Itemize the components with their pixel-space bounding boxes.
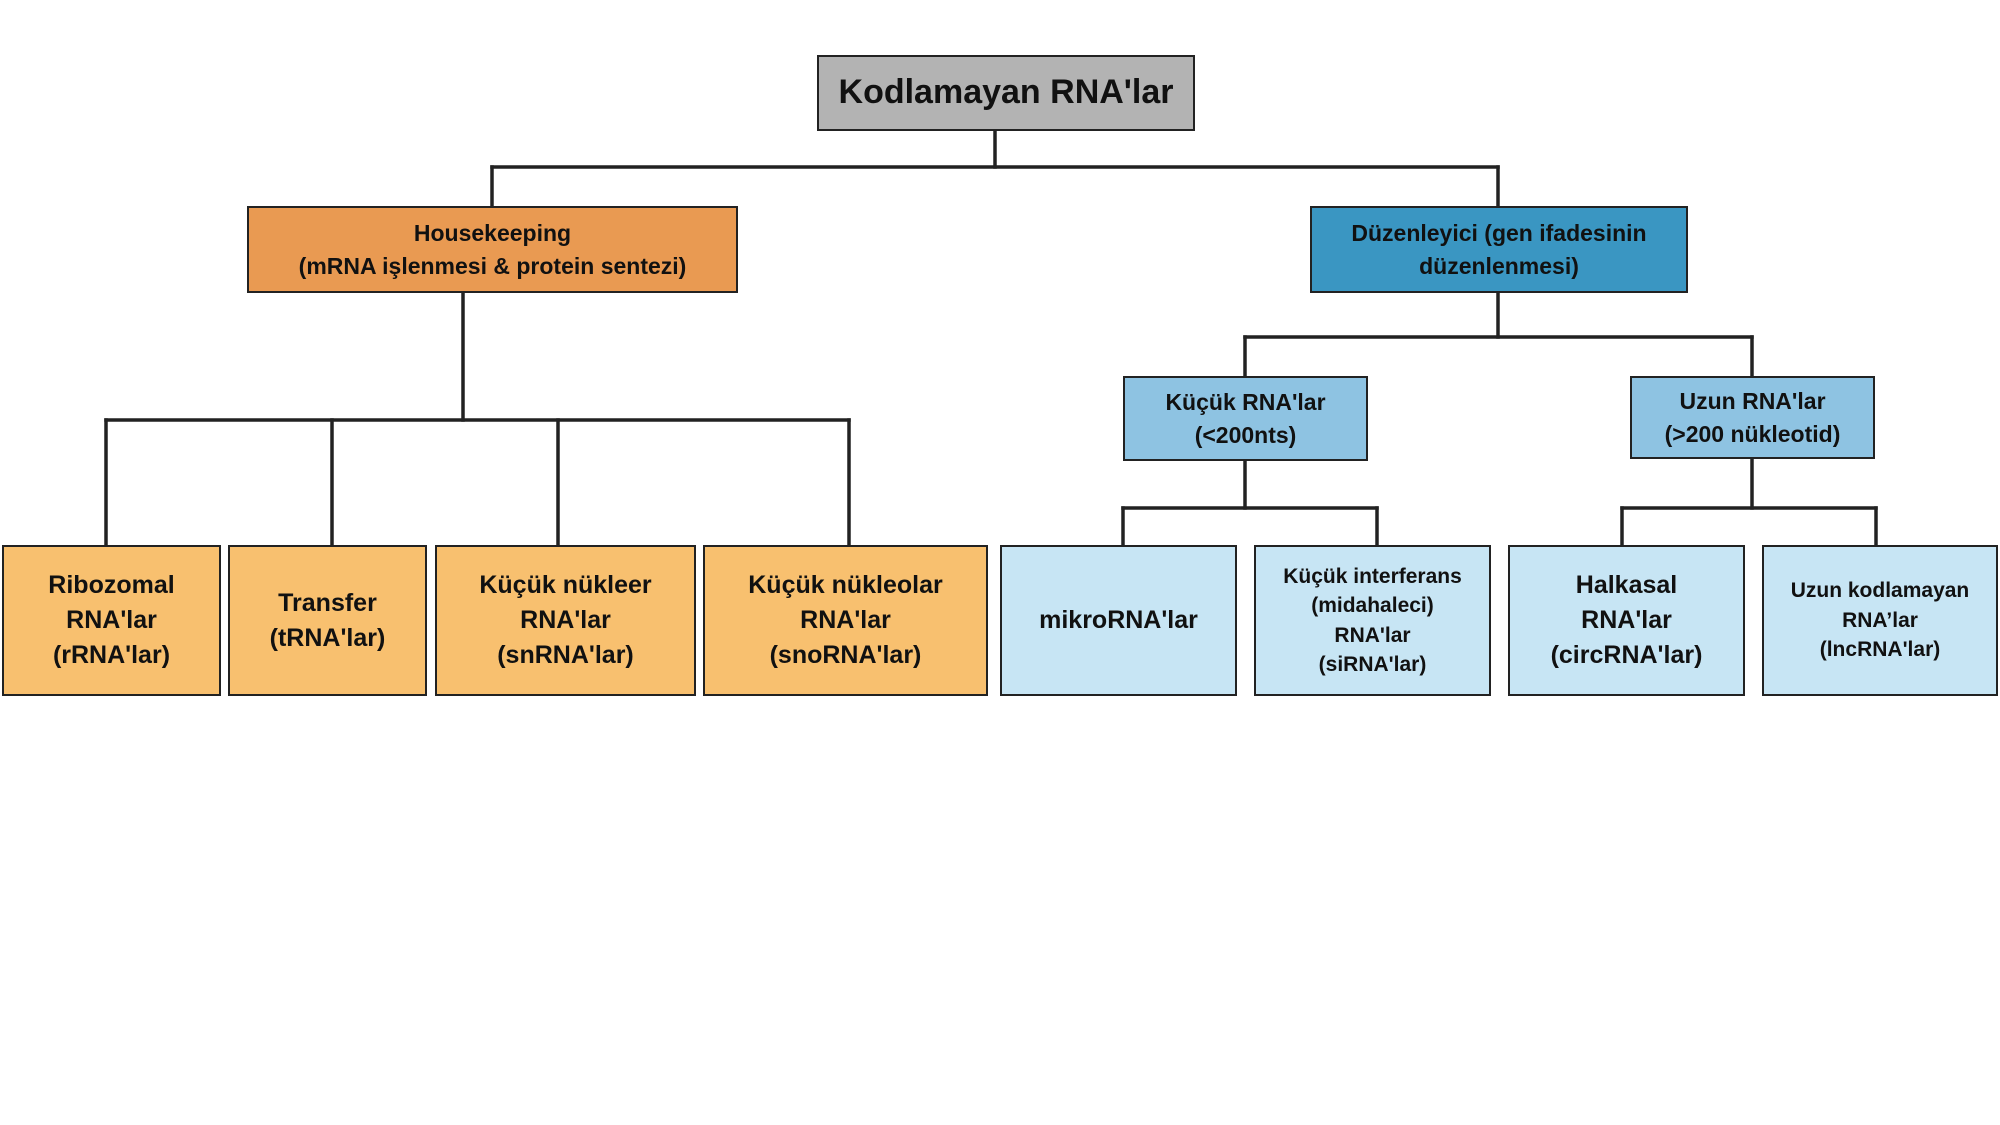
small-rna-title: Küçük RNA'lar bbox=[1165, 389, 1326, 416]
housekeeping-subtitle: (mRNA işlenmesi & protein sentezi) bbox=[298, 252, 687, 279]
snrna-line-1: Küçük nükleer bbox=[479, 571, 652, 599]
long-rna-title: Uzun RNA'lar bbox=[1679, 388, 1826, 415]
lncrna-node: Uzun kodlamayan RNA’lar (lncRNA'lar) bbox=[1762, 545, 1998, 696]
lncrna-line-3: (lncRNA'lar) bbox=[1819, 638, 1941, 662]
circrna-line-2: RNA'lar bbox=[1581, 606, 1672, 634]
snrna-node: Küçük nükleer RNA'lar (snRNA'lar) bbox=[435, 545, 696, 696]
trna-node: Transfer (tRNA'lar) bbox=[228, 545, 427, 696]
small-rna-node: Küçük RNA'lar (<200nts) bbox=[1123, 376, 1368, 461]
housekeeping-node: Housekeeping (mRNA işlenmesi & protein s… bbox=[247, 206, 738, 293]
root-label: Kodlamayan RNA'lar bbox=[838, 73, 1174, 112]
regulatory-title: Düzenleyici (gen ifadesinin bbox=[1351, 220, 1647, 247]
sirna-line-2: (midahaleci) bbox=[1311, 594, 1434, 618]
snorna-node: Küçük nükleolar RNA'lar (snoRNA'lar) bbox=[703, 545, 988, 696]
mirna-node: mikroRNA'lar bbox=[1000, 545, 1237, 696]
regulatory-node: Düzenleyici (gen ifadesinin düzenlenmesi… bbox=[1310, 206, 1688, 293]
circrna-line-3: (circRNA'lar) bbox=[1550, 641, 1703, 669]
circrna-node: Halkasal RNA'lar (circRNA'lar) bbox=[1508, 545, 1745, 696]
snorna-line-3: (snoRNA'lar) bbox=[769, 641, 922, 669]
sirna-node: Küçük interferans (midahaleci) RNA'lar (… bbox=[1254, 545, 1491, 696]
circrna-line-1: Halkasal bbox=[1575, 571, 1678, 599]
long-rna-subtitle: (>200 nükleotid) bbox=[1664, 420, 1841, 447]
sirna-line-4: (siRNA'lar) bbox=[1318, 652, 1427, 676]
rrna-line-2: RNA'lar bbox=[66, 606, 157, 634]
regulatory-subtitle: düzenlenmesi) bbox=[1419, 252, 1579, 279]
trna-line-1: Transfer bbox=[278, 588, 377, 617]
snrna-line-2: RNA'lar bbox=[520, 606, 611, 634]
lncrna-line-1: Uzun kodlamayan bbox=[1790, 579, 1970, 603]
mirna-line-1: mikroRNA'lar bbox=[1039, 606, 1198, 634]
rrna-line-3: (rRNA'lar) bbox=[52, 641, 171, 669]
housekeeping-title: Housekeeping bbox=[413, 220, 572, 247]
root-node: Kodlamayan RNA'lar bbox=[817, 55, 1195, 131]
lncrna-line-2: RNA’lar bbox=[1842, 608, 1918, 632]
snorna-line-2: RNA'lar bbox=[800, 606, 891, 634]
snrna-line-3: (snRNA'lar) bbox=[497, 641, 634, 669]
sirna-line-1: Küçük interferans bbox=[1283, 564, 1462, 588]
rrna-line-1: Ribozomal bbox=[48, 571, 175, 599]
long-rna-node: Uzun RNA'lar (>200 nükleotid) bbox=[1630, 376, 1875, 459]
rrna-node: Ribozomal RNA'lar (rRNA'lar) bbox=[2, 545, 221, 696]
snorna-line-1: Küçük nükleolar bbox=[748, 571, 943, 599]
sirna-line-3: RNA'lar bbox=[1334, 623, 1411, 647]
trna-line-2: (tRNA'lar) bbox=[269, 623, 386, 652]
small-rna-subtitle: (<200nts) bbox=[1194, 421, 1297, 448]
